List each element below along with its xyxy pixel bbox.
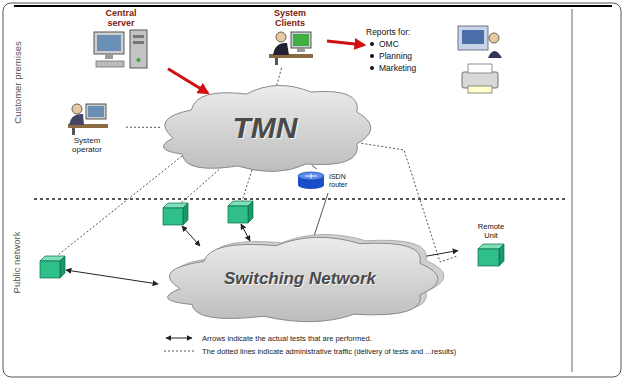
boundary-line [34, 198, 566, 200]
cloud-outline [168, 237, 439, 321]
report-item: OMC [366, 38, 456, 50]
connector [168, 69, 208, 93]
frame [3, 3, 621, 377]
operator-icon [50, 100, 124, 136]
report-heading: Reports for: [366, 26, 456, 38]
report-item-text: OMC [379, 38, 399, 50]
connector [312, 165, 317, 169]
ru-icon-art [477, 243, 505, 267]
connector [313, 193, 328, 238]
client-icon [255, 28, 325, 66]
router-icon [296, 171, 326, 191]
region-label: Customer premises [12, 41, 23, 123]
cloud-label: TMN [233, 112, 298, 144]
router-node: ISDN router [296, 171, 368, 191]
ru-node: Remote Unit [460, 222, 522, 267]
bullet-dot [370, 66, 374, 70]
cloud-label: Switching Network [224, 270, 376, 288]
network-cloud: TMN [150, 78, 380, 178]
legend-arrow [166, 338, 192, 339]
legend-text: Arrows indicate the actual tests that ar… [202, 334, 372, 343]
connector [126, 127, 162, 128]
client-label: System Clients [265, 8, 315, 28]
client-icon-art [265, 28, 315, 66]
router-label: ISDN router [329, 173, 359, 189]
legend-row: The dotted lines indicate administrative… [162, 346, 456, 356]
bullet-dot [370, 54, 374, 58]
operator-icon-art [64, 100, 110, 136]
operator-label: System operator [62, 136, 112, 154]
bullet-dot [370, 42, 374, 46]
report-item-text: Planning [379, 50, 412, 62]
network-cloud: Switching Network [150, 230, 450, 328]
connector [327, 41, 364, 45]
server-label: Central server [96, 8, 146, 28]
report-item: Planning [366, 50, 456, 62]
cloud-outline [163, 85, 370, 171]
client-node: System Clients [255, 8, 325, 66]
report-icons [458, 26, 502, 93]
legend-sample [162, 346, 196, 356]
admin-lines [58, 156, 252, 255]
report-item-text: Marketing [379, 62, 416, 74]
remote-unit-label: Remote Unit [471, 222, 511, 240]
legend-dotted-line [164, 351, 194, 352]
ru-icon [460, 243, 522, 267]
server-node: Central server [76, 8, 166, 72]
server-icon [76, 28, 166, 72]
server-icon-art [90, 28, 152, 72]
router-icon-art [296, 171, 326, 191]
operator-node: System operator [50, 100, 124, 154]
side-rule [572, 9, 573, 372]
top-rule [14, 5, 612, 7]
connector [277, 68, 282, 86]
legend-row: Arrows indicate the actual tests that ar… [162, 333, 372, 343]
reports-node: Reports for:OMCPlanningMarketing [366, 26, 456, 74]
report-item: Marketing [366, 62, 456, 74]
legend-sample [162, 333, 196, 343]
region-label: Public network [12, 231, 23, 293]
legend-text: The dotted lines indicate administrative… [202, 347, 456, 356]
